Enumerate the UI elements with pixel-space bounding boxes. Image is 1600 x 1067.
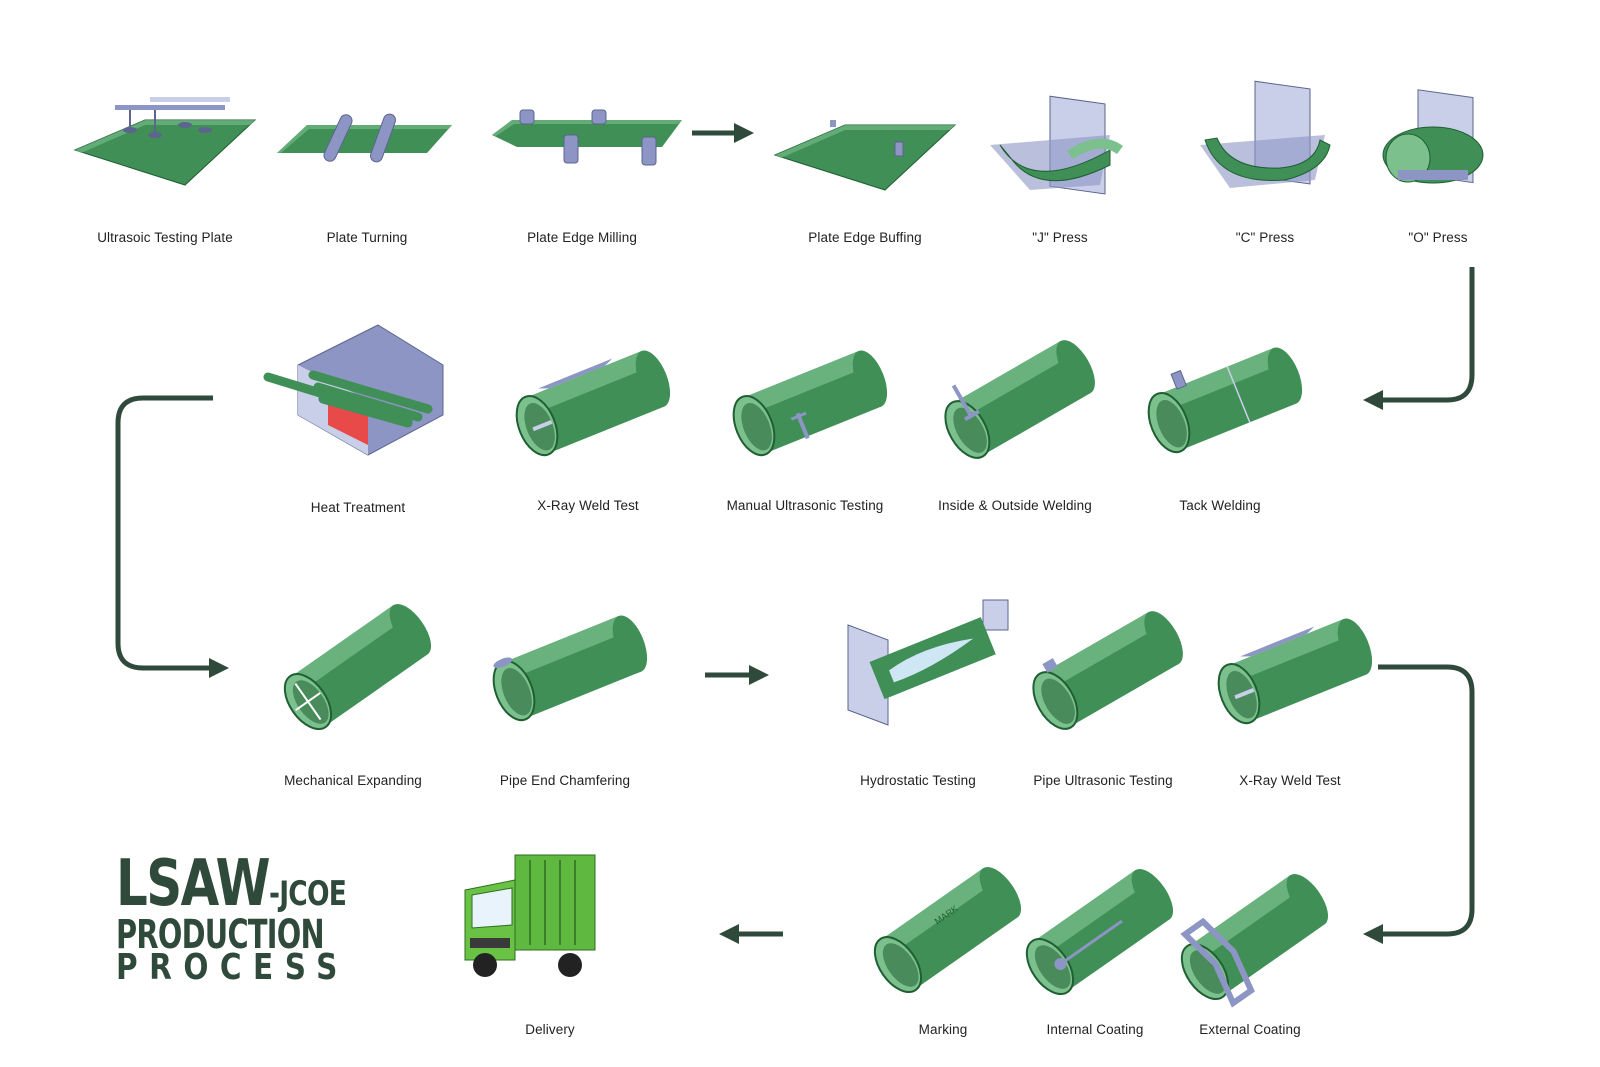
step-label: "J" Press (1032, 230, 1088, 245)
pipe-marked-icon: MARK (873, 866, 1022, 993)
press-c-icon (1200, 80, 1331, 188)
arrow-opress-to-tack (1363, 267, 1475, 410)
step-label: Hydrostatic Testing (860, 773, 976, 788)
pipe-ext-coat-icon (1180, 873, 1329, 1008)
pipe-xray-icon (515, 350, 671, 457)
pipe-welder-icon (944, 340, 1095, 459)
pipe-chamfer-icon (492, 615, 648, 722)
step-label: Marking (918, 1022, 968, 1037)
title-line-2: PRODUCTION (116, 912, 325, 958)
step-label: Internal Coating (1046, 1022, 1144, 1037)
press-o-icon (1382, 89, 1484, 184)
plate-with-probes-icon (73, 97, 257, 186)
title-line-3: PROCESS (116, 947, 349, 988)
step-label: Ultrasoic Testing Plate (97, 230, 233, 245)
step-label: X-Ray Weld Test (1239, 773, 1341, 788)
plate-edge-tool-icon (773, 120, 957, 191)
title-line-1: LSAW-JCOE (116, 852, 347, 916)
step-label: Pipe Ultrasonic Testing (1033, 773, 1173, 788)
step-label: Manual Ultrasonic Testing (726, 498, 884, 513)
step-label: "O" Press (1408, 230, 1468, 245)
title-jcoe: -JCOE (268, 874, 347, 914)
pipe-expander-icon (283, 603, 432, 730)
truck-icon (464, 854, 596, 977)
plate-with-rollers-icon (277, 113, 452, 163)
arrow-xray-to-coating (1363, 664, 1475, 944)
step-label: Plate Edge Buffing (808, 230, 922, 245)
step-label: Plate Edge Milling (527, 230, 637, 245)
step-label: Mechanical Expanding (284, 773, 422, 788)
step-label: External Coating (1199, 1022, 1301, 1037)
pipe-manual-probe-icon (732, 350, 888, 457)
step-label: Heat Treatment (310, 500, 406, 515)
step-label: X-Ray Weld Test (537, 498, 639, 513)
step-label: Plate Turning (326, 230, 408, 245)
pipe-int-coat-icon (1025, 868, 1174, 995)
step-label: Tack Welding (1179, 498, 1261, 513)
pipe-tack-weld-icon (1147, 347, 1303, 454)
step-label: Inside & Outside Welding (938, 498, 1092, 513)
step-label: Delivery (525, 1022, 575, 1037)
press-j-icon (990, 95, 1123, 195)
furnace-icon (263, 324, 444, 456)
arrow-heat-to-expanding (115, 395, 229, 678)
pipe-hydro-icon (847, 599, 1009, 726)
pipe-xray-icon (1217, 618, 1373, 725)
step-label: "C" Press (1235, 230, 1295, 245)
plate-with-mills-icon (492, 109, 682, 166)
step-label: Pipe End Chamfering (499, 773, 631, 788)
title-lsaw: LSAW (116, 847, 271, 921)
pipe-ut-icon (1032, 611, 1183, 730)
